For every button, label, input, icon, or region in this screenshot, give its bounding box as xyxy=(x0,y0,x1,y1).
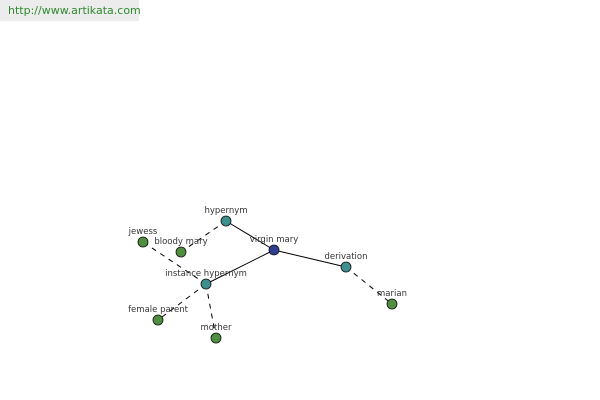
edge-center-to-instance-hypernym xyxy=(205,249,275,285)
word-node-marian[interactable] xyxy=(386,298,398,310)
edge-center-to-derivation xyxy=(273,249,347,268)
word-node-female-parent[interactable] xyxy=(152,314,164,326)
word-node-label: female parent xyxy=(128,305,189,315)
relation-node-label: hypernym xyxy=(204,206,247,216)
graph-nodes xyxy=(137,215,398,344)
word-node-label: jewess xyxy=(128,227,158,237)
edge-instance-hypernym-to-jewess xyxy=(142,241,207,285)
word-node-jewess[interactable] xyxy=(137,236,149,248)
relation-node-derivation[interactable] xyxy=(340,261,352,273)
relation-node-label: instance hypernym xyxy=(165,269,247,279)
graph-edges xyxy=(142,220,393,339)
graph-labels: virgin mary hypernym bloody mary instance h… xyxy=(128,206,407,333)
site-url-link[interactable]: http://www.artikata.com xyxy=(0,0,141,21)
relation-node-label: derivation xyxy=(324,252,367,262)
relation-node-hypernym[interactable] xyxy=(220,215,232,227)
edge-center-to-hypernym xyxy=(225,220,275,251)
word-node-label: marian xyxy=(377,289,407,299)
word-node-mother[interactable] xyxy=(210,332,222,344)
relation-node-instance-hypernym[interactable] xyxy=(200,278,212,290)
edge-instance-hypernym-to-female-parent xyxy=(157,283,207,321)
center-node-virgin-mary[interactable] xyxy=(268,244,280,256)
word-node-label: bloody mary xyxy=(154,237,207,247)
word-node-bloody-mary[interactable] xyxy=(175,246,187,258)
word-node-label: mother xyxy=(201,323,232,333)
center-node-label: virgin mary xyxy=(250,235,299,245)
